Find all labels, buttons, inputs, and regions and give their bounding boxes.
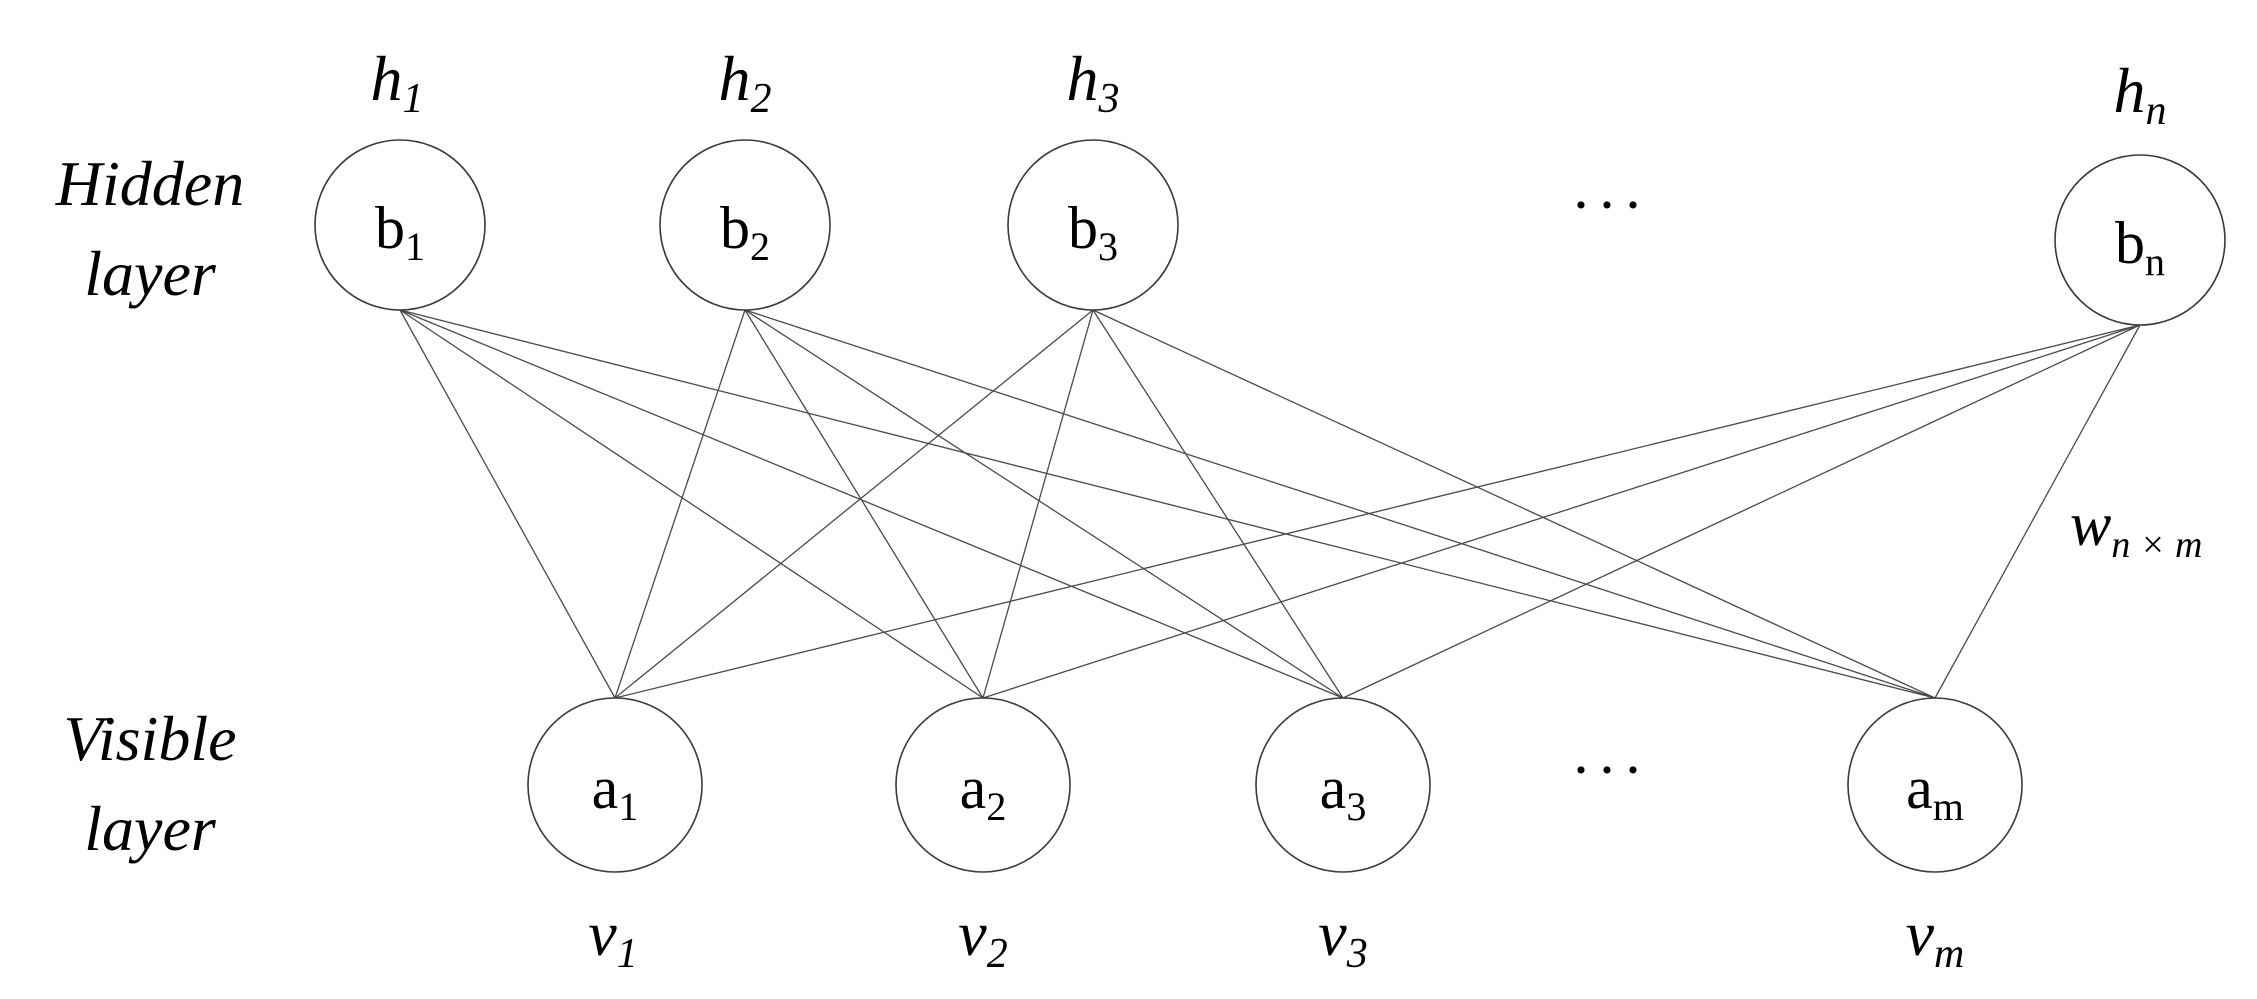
hidden-node-circle: [1007, 139, 1179, 311]
visible-node-circle: [1255, 697, 1431, 873]
hidden-unit-variable: h3: [1067, 43, 1120, 122]
visible-node-3: a3 v3: [1255, 697, 1431, 977]
edge-h2-v1: [614, 309, 746, 699]
hidden-node-n: bn hn: [2054, 55, 2226, 326]
hidden-node-3: b3 h3: [1007, 43, 1179, 311]
weight-matrix-label: wn × m: [2070, 491, 2202, 566]
visible-node-circle: [527, 697, 703, 873]
visible-node-2: a2 v2: [895, 697, 1071, 977]
edge-h1-v3: [399, 309, 1344, 699]
edge-h4-v2: [982, 324, 2141, 699]
hidden-node-circle: [2054, 154, 2226, 326]
hidden-node-circle: [314, 139, 486, 311]
edge-h3-v3: [1092, 309, 1344, 699]
edge-h3-v2: [982, 309, 1094, 699]
visible-node-label: a2: [960, 755, 1007, 829]
edge-h2-v3: [744, 309, 1344, 699]
hidden-node-label: b1: [375, 195, 425, 269]
visible-node-m: am vm: [1847, 697, 2023, 977]
edge-h3-v4: [1092, 309, 1936, 699]
visible-layer-label-line2: layer: [84, 793, 217, 864]
hidden-unit-variable: h1: [371, 43, 424, 122]
hidden-unit-variable: h2: [719, 43, 772, 122]
visible-unit-variable: v1: [588, 898, 637, 977]
hidden-layer-label-line1: Hidden: [55, 148, 244, 219]
hidden-ellipsis: ···: [1571, 172, 1649, 238]
visible-node-label: a1: [592, 755, 639, 829]
hidden-node-2: b2 h2: [659, 43, 831, 311]
hidden-node-circle: [659, 139, 831, 311]
visible-node-circle: [1847, 697, 2023, 873]
visible-layer-label-line1: Visible: [64, 703, 237, 774]
hidden-layer: Hidden layer b1 h1 b2 h2 b3 h3 ··· bn hn: [55, 43, 2226, 326]
edge-h2-v4: [744, 309, 1936, 699]
visible-layer: Visible layer a1 v1 a2 v2 a3 v3 ··· am v…: [64, 697, 2023, 977]
visible-node-circle: [895, 697, 1071, 873]
hidden-node-1: b1 h1: [314, 43, 486, 311]
edge-h4-v1: [614, 324, 2141, 699]
hidden-node-label: b2: [720, 195, 770, 269]
connection-edges: [399, 309, 2141, 699]
visible-node-1: a1 v1: [527, 697, 703, 977]
visible-ellipsis: ···: [1571, 737, 1649, 803]
hidden-node-label: b3: [1068, 195, 1118, 269]
edge-h4-v4: [1934, 324, 2141, 699]
edge-h1-v4: [399, 309, 1936, 699]
visible-node-label: am: [1906, 755, 1964, 829]
hidden-unit-variable: hn: [2114, 55, 2167, 134]
visible-node-label: a3: [1320, 755, 1367, 829]
edge-h4-v3: [1342, 324, 2141, 699]
edge-h2-v2: [744, 309, 984, 699]
visible-unit-variable: v3: [1318, 898, 1367, 977]
hidden-node-label: bn: [2115, 210, 2165, 284]
hidden-layer-label-line2: layer: [84, 238, 217, 309]
visible-unit-variable: vm: [1906, 898, 1965, 977]
edge-h3-v1: [614, 309, 1094, 699]
edge-h1-v2: [399, 309, 984, 699]
visible-unit-variable: v2: [958, 898, 1007, 977]
edge-h1-v1: [399, 309, 616, 699]
